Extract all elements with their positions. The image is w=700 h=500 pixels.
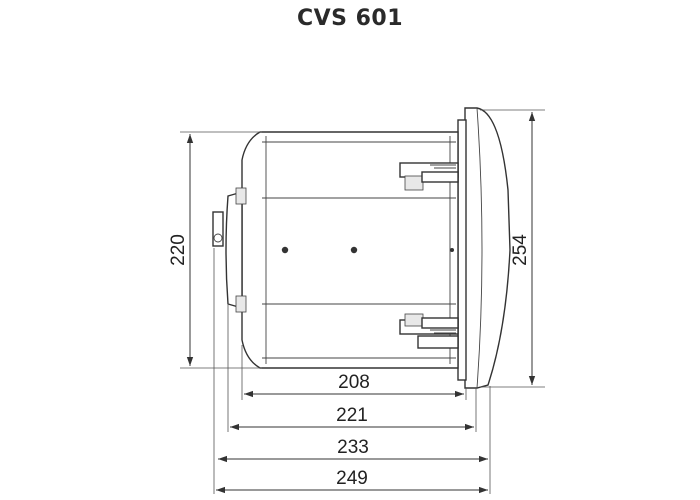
bottom-mounting-clamp	[399, 313, 459, 349]
dimension-label-208: 208	[338, 372, 370, 393]
rear-terminal-cap	[212, 187, 247, 313]
dimension-depth-221: 221	[230, 405, 474, 431]
dimension-label-233: 233	[337, 437, 369, 458]
extension-lines	[180, 109, 545, 494]
dimension-label-254: 254	[510, 234, 531, 266]
dimension-depth-208: 208	[244, 372, 464, 398]
dimension-label-221: 221	[336, 405, 368, 426]
dimension-depth-233: 233	[218, 437, 488, 463]
top-mounting-clamp	[399, 162, 459, 191]
front-grille	[457, 107, 511, 389]
dimension-height-254: 254	[510, 112, 536, 385]
dimension-height-220: 220	[168, 134, 194, 366]
dimension-label-249: 249	[336, 468, 368, 489]
screw-left	[281, 246, 289, 254]
dimension-depth-249: 249	[216, 468, 488, 494]
dimension-label-220: 220	[168, 234, 189, 266]
screw-right	[350, 246, 358, 254]
drawing-title: CVS 601	[296, 6, 404, 31]
